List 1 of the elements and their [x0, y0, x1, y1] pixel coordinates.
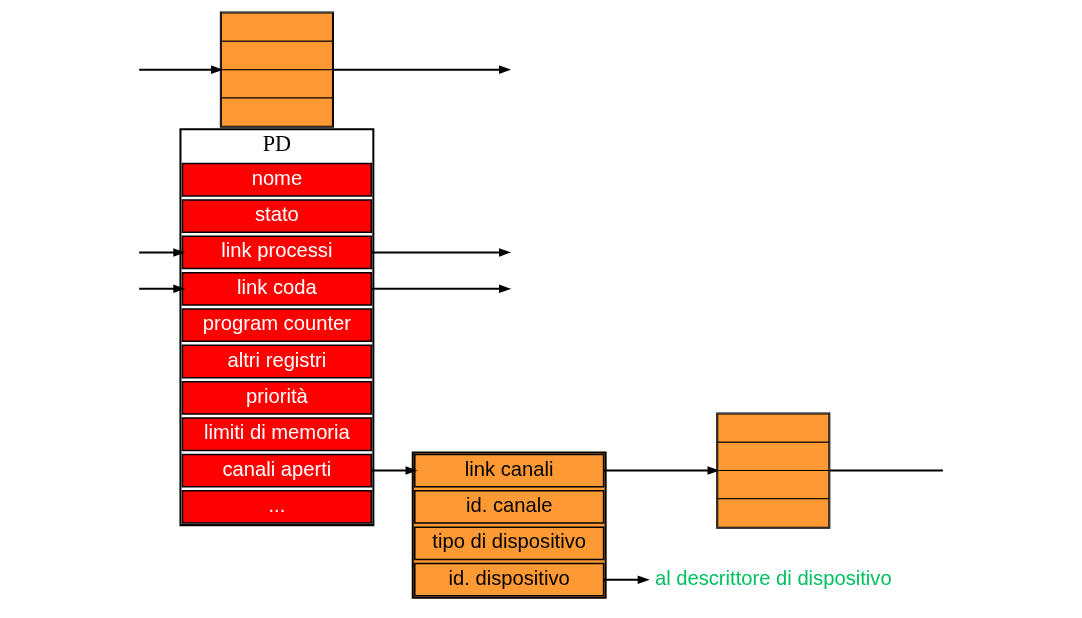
node-text: al descrittore di dispositivo [654, 566, 892, 589]
